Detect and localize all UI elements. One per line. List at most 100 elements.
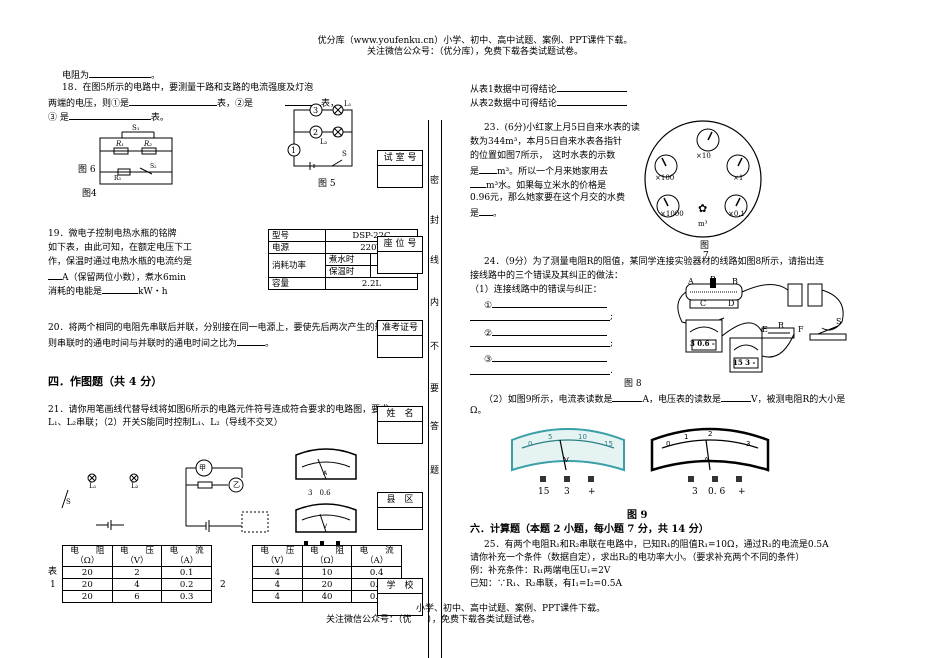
fig9-right-term-06: 0. 6 xyxy=(708,487,726,497)
page-header-line1: 优分库（www.youfenku.cn）小学、初中、高中试题、案例、PPT课件下… xyxy=(317,36,633,46)
fig9-left-term-plus: + xyxy=(588,487,596,497)
school-box[interactable]: 学 校 xyxy=(377,578,423,616)
dial-x100: ×100 xyxy=(655,174,675,182)
q18-line1: 18．在图5所示的电路中，要测量干路和支路的电流强度及灯泡 xyxy=(62,83,314,93)
fig9-left-term-3: 3 xyxy=(564,487,570,497)
answer-line[interactable] xyxy=(470,320,610,321)
table1-conclusion: 从表1数据中可得结论 xyxy=(470,82,627,96)
svg-text:✿: ✿ xyxy=(698,202,707,215)
seal-char: 不 xyxy=(430,342,440,352)
fig6-label: 图 6 xyxy=(78,165,96,175)
table1-header: 电 压（V） xyxy=(111,545,163,567)
svg-text:3: 3 xyxy=(313,106,318,115)
fig8-label-A: A xyxy=(688,277,694,286)
admission-number-box[interactable]: 准考证号 xyxy=(377,320,423,358)
q19-line1: 19．微电子控制电热水瓶的铭牌 xyxy=(48,229,177,239)
seal-line-strip xyxy=(428,120,442,658)
fig5-label: 图 5 xyxy=(318,179,336,189)
fig9-caption: 图 9 xyxy=(627,510,648,521)
dial-unit: m³ xyxy=(698,220,708,228)
table2-header: 电 压（V） xyxy=(252,545,303,567)
fig7-label: 图 xyxy=(700,241,710,251)
q24-line2: 接线路中的三个错误及其纠正的做法： xyxy=(470,271,624,281)
seal-char: 封 xyxy=(430,216,440,226)
q21-components xyxy=(61,473,139,530)
seal-char: 答 xyxy=(430,422,440,432)
q25-line3: 例：补充条件：R₁两端电压U₁=2V xyxy=(470,566,611,576)
fig8-label-F: F xyxy=(798,325,804,334)
fig8-label-S: S xyxy=(836,317,842,326)
table2-conclusion: 从表2数据中可得结论 xyxy=(470,96,627,110)
fig8-label-E: E xyxy=(762,325,768,334)
svg-text:V: V xyxy=(564,456,569,464)
fig9-right-term-plus: + xyxy=(738,487,746,497)
seal-char: 线 xyxy=(430,256,440,266)
fig8-voltmeter-terminals: 15 3 - xyxy=(733,358,756,367)
q24-item2: ② xyxy=(484,326,608,340)
seat-number-box[interactable]: 座 位 号 xyxy=(377,236,423,274)
q21-line1: 21．请你用笔画线代替导线将如图6所示的电路元件符号连成符合要求的电路图，要求： xyxy=(48,405,399,415)
answer-line[interactable] xyxy=(470,374,610,375)
q24-item1: ① xyxy=(484,298,608,312)
q19-line4: A（保留两位小数），煮水6min xyxy=(48,270,186,284)
svg-text:L₁: L₁ xyxy=(344,100,352,108)
svg-text:S: S xyxy=(342,150,347,158)
svg-text:L₂: L₂ xyxy=(320,138,328,146)
svg-text:A: A xyxy=(323,470,328,477)
table1-header: 电 流（A） xyxy=(161,545,212,567)
q25-line2: 请你补充一个条件（数据自定），求出R₂的电功率大小。（要求补充两个不同的条件） xyxy=(470,553,805,563)
s-label: S xyxy=(66,498,71,506)
seal-char: 内 xyxy=(430,298,440,308)
ammeter-top: A xyxy=(295,448,357,480)
jia-label: 甲 xyxy=(199,464,206,472)
name-box[interactable]: 姓 名 xyxy=(377,406,423,444)
section-6-title: 六．计算题（本题 2 小题，每小题 7 分，共 14 分） xyxy=(470,524,709,535)
svg-text:2: 2 xyxy=(708,430,712,438)
fig8-label-P: P xyxy=(710,275,716,284)
exam-room-box[interactable]: 试 室 号 xyxy=(377,150,423,188)
svg-text:V: V xyxy=(323,523,328,530)
county-box[interactable]: 县 区 xyxy=(377,492,423,530)
svg-text:R₃: R₃ xyxy=(114,175,122,182)
voltmeter-terminals xyxy=(304,541,340,546)
fig4-label: 图4 xyxy=(82,189,97,199)
jia-yi-circuit xyxy=(185,459,269,533)
dial-x10: ×10 xyxy=(696,152,711,160)
q19-line3: 作，保温时通过电热水瓶的电流约是 xyxy=(48,257,193,267)
l2-label: L₂ xyxy=(131,482,139,490)
figure-8-apparatus xyxy=(677,278,847,373)
q24-item3: ③ xyxy=(484,352,608,366)
figure-5-circuit: 3 L₁ 2 L₂ 1 S xyxy=(287,100,353,170)
svg-text:R₁: R₁ xyxy=(115,140,124,148)
fig7-number: 7 xyxy=(703,251,709,261)
page-footer-line2: 关注微信公众号：（优），免费下载各类试题试卷。 xyxy=(326,615,541,625)
fig9-right-term-3: 3 xyxy=(692,487,698,497)
svg-text:1: 1 xyxy=(291,146,296,155)
svg-text:1: 1 xyxy=(684,433,688,441)
fig8-ammeter-terminals: 3 0.6 - xyxy=(690,339,715,348)
fig9-left-term-15: 15 xyxy=(538,487,550,497)
svg-text:S₂: S₂ xyxy=(150,163,157,170)
q20-line1: 20．将两个相同的电阻先串联后并联，分别接在同一电源上，要使先后两次产生的热量相… xyxy=(48,323,420,333)
q20-line2: 则串联时的通电时间与并联时的通电时间之比为。 xyxy=(48,336,274,350)
svg-text:5: 5 xyxy=(548,433,552,441)
dial-x01: ×0.1 xyxy=(728,210,745,218)
answer-line[interactable] xyxy=(470,346,610,347)
fig9-ammeter: 0 1 2 3 A xyxy=(650,427,770,482)
svg-text:3: 3 xyxy=(746,440,750,448)
l1-label: L₁ xyxy=(89,482,97,490)
q18-line2: 两端的电压，则①是表，②是表， xyxy=(48,96,339,110)
q23-line1: 23．(6分)小红家上月5日自来水表的读 xyxy=(484,123,640,133)
seal-char: 要 xyxy=(430,384,440,394)
fig8-label-B: B xyxy=(732,277,738,286)
table1-header: 电 阻（Ω） xyxy=(62,545,113,567)
table2-header: 电 流（A） xyxy=(351,545,402,567)
q24-part2-line2: Ω。 xyxy=(470,406,487,416)
table1-number: 1 xyxy=(50,580,56,590)
